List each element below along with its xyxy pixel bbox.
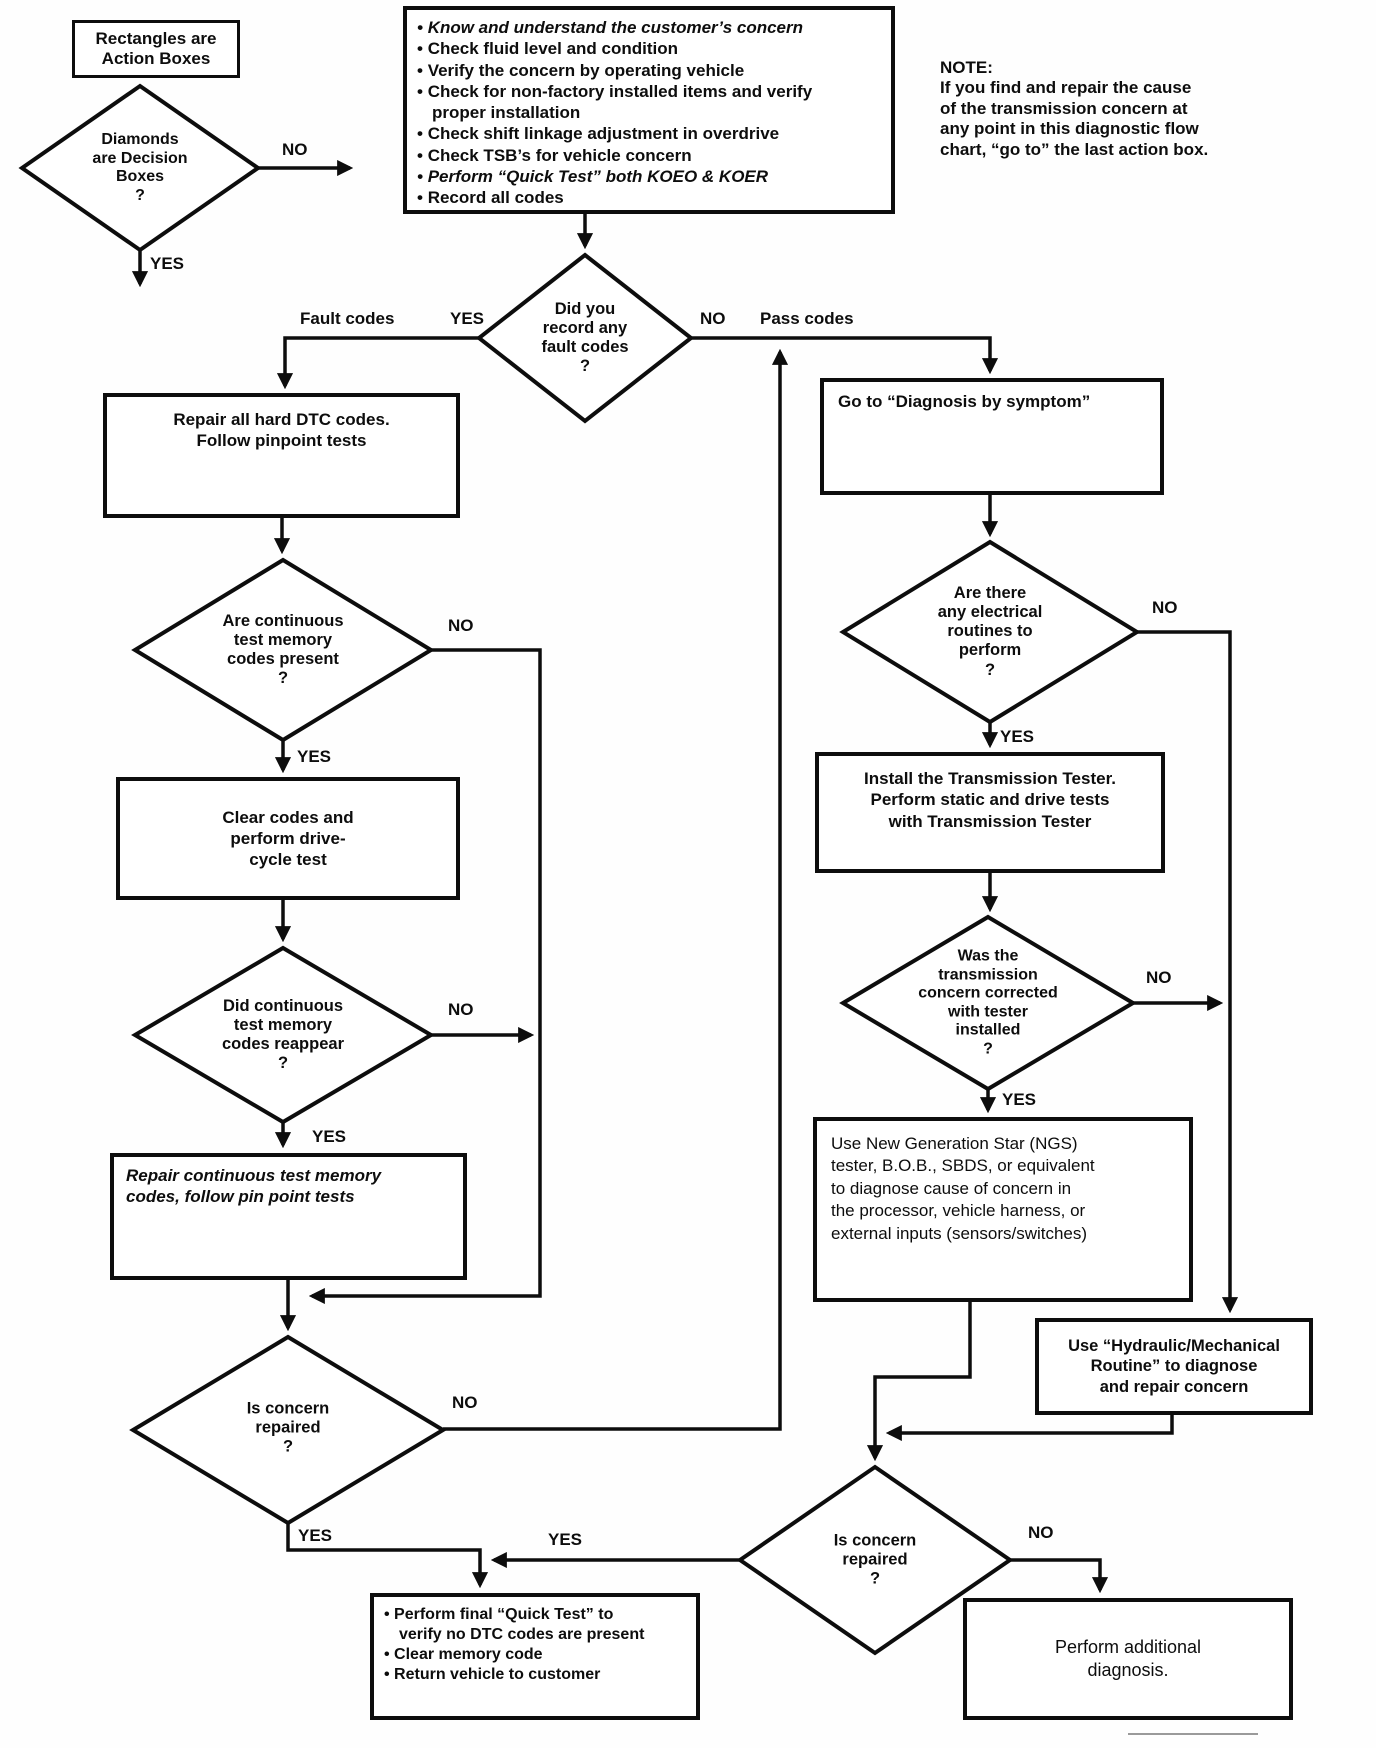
action-install-tester: Install the Transmission Tester. Perform…: [815, 752, 1165, 873]
legend-rectangle: Rectangles are Action Boxes: [72, 20, 240, 78]
label-yes-reappear: YES: [312, 1127, 347, 1146]
decision-concern-repaired-left: Is concern repaired ?: [246, 1399, 330, 1456]
legend-diamond-label: Diamonds are Decision Boxes ?: [92, 130, 188, 204]
action-repair-continuous-codes: Repair continuous test memory codes, fol…: [110, 1153, 467, 1280]
scan-artifact: [1128, 1733, 1258, 1735]
action-additional-diagnosis: Perform additional diagnosis.: [963, 1598, 1293, 1720]
label-fault-codes: Fault codes: [300, 309, 395, 328]
label-yes-repaired-bottom: YES: [548, 1530, 583, 1549]
bullet-item: Perform final “Quick Test” to verify no …: [384, 1605, 686, 1645]
bullet-item: Clear memory code: [384, 1645, 686, 1665]
label-no-reappear: NO: [448, 1000, 474, 1019]
decision-concern-corrected: Was the transmission concern corrected w…: [918, 947, 1058, 1058]
label-pass-codes: Pass codes: [760, 309, 854, 328]
bullet-item: Check TSB’s for vehicle concern: [417, 145, 881, 166]
action-ngs-tester: Use New Generation Star (NGS) tester, B.…: [813, 1117, 1193, 1302]
bullet-item: Check fluid level and condition: [417, 38, 881, 59]
bullet-item: Record all codes: [417, 187, 881, 208]
label-legend-yes: YES: [150, 254, 185, 273]
decision-continuous-codes-present: Are continuous test memory codes present…: [222, 611, 344, 688]
label-no-record: NO: [700, 309, 726, 328]
label-no-electrical: NO: [1152, 598, 1178, 617]
label-yes-electrical: YES: [1000, 727, 1035, 746]
bullet-item: Check shift linkage adjustment in overdr…: [417, 123, 881, 144]
label-no-corrected: NO: [1146, 968, 1172, 987]
label-yes-repaired-left: YES: [298, 1526, 333, 1545]
connector-paths: [131, 159, 1239, 1594]
action-final-quick-test: Perform final “Quick Test” to verify no …: [370, 1593, 700, 1720]
bullet-item: Check for non-factory installed items an…: [417, 81, 881, 124]
action-clear-codes: Clear codes and perform drive- cycle tes…: [116, 777, 460, 900]
note: NOTE: If you find and repair the cause o…: [940, 58, 1272, 160]
label-yes-present: YES: [297, 747, 332, 766]
decision-codes-reappear: Did continuous test memory codes reappea…: [222, 996, 344, 1073]
action-go-to-diagnosis: Go to “Diagnosis by symptom”: [820, 378, 1164, 495]
decision-diamond-outlines: [18, 83, 1141, 1656]
diamond-record-fault-shape: [475, 252, 695, 424]
decision-electrical-routines: Are there any electrical routines to per…: [937, 584, 1043, 679]
bullet-item: Verify the concern by operating vehicle: [417, 60, 881, 81]
decision-concern-repaired-bottom: Is concern repaired ?: [833, 1531, 917, 1588]
note-title: NOTE:: [940, 58, 993, 77]
label-yes-record: YES: [450, 309, 485, 328]
label-legend-no: NO: [282, 140, 308, 159]
legend-rectangle-label: Rectangles are Action Boxes: [95, 28, 217, 68]
action-repair-hard-codes: Repair all hard DTC codes. Follow pinpoi…: [103, 393, 460, 518]
action-hydraulic-routine: Use “Hydraulic/Mechanical Routine” to di…: [1035, 1318, 1313, 1415]
label-no-present: NO: [448, 616, 474, 635]
label-no-repaired-left: NO: [452, 1393, 478, 1412]
label-yes-corrected: YES: [1002, 1090, 1037, 1109]
note-body: If you find and repair the cause of the …: [940, 78, 1209, 159]
bullet-item: Perform “Quick Test” both KOEO & KOER: [417, 166, 881, 187]
label-no-repaired-bottom: NO: [1028, 1523, 1054, 1542]
decision-record-fault-codes: Did you record any fault codes ?: [541, 299, 629, 376]
start-action-box: Know and understand the customer’s conce…: [403, 6, 895, 214]
bullet-item: Know and understand the customer’s conce…: [417, 17, 881, 38]
bullet-item: Return vehicle to customer: [384, 1665, 686, 1685]
diamond-repaired-bottom-shape: [736, 1464, 1014, 1656]
